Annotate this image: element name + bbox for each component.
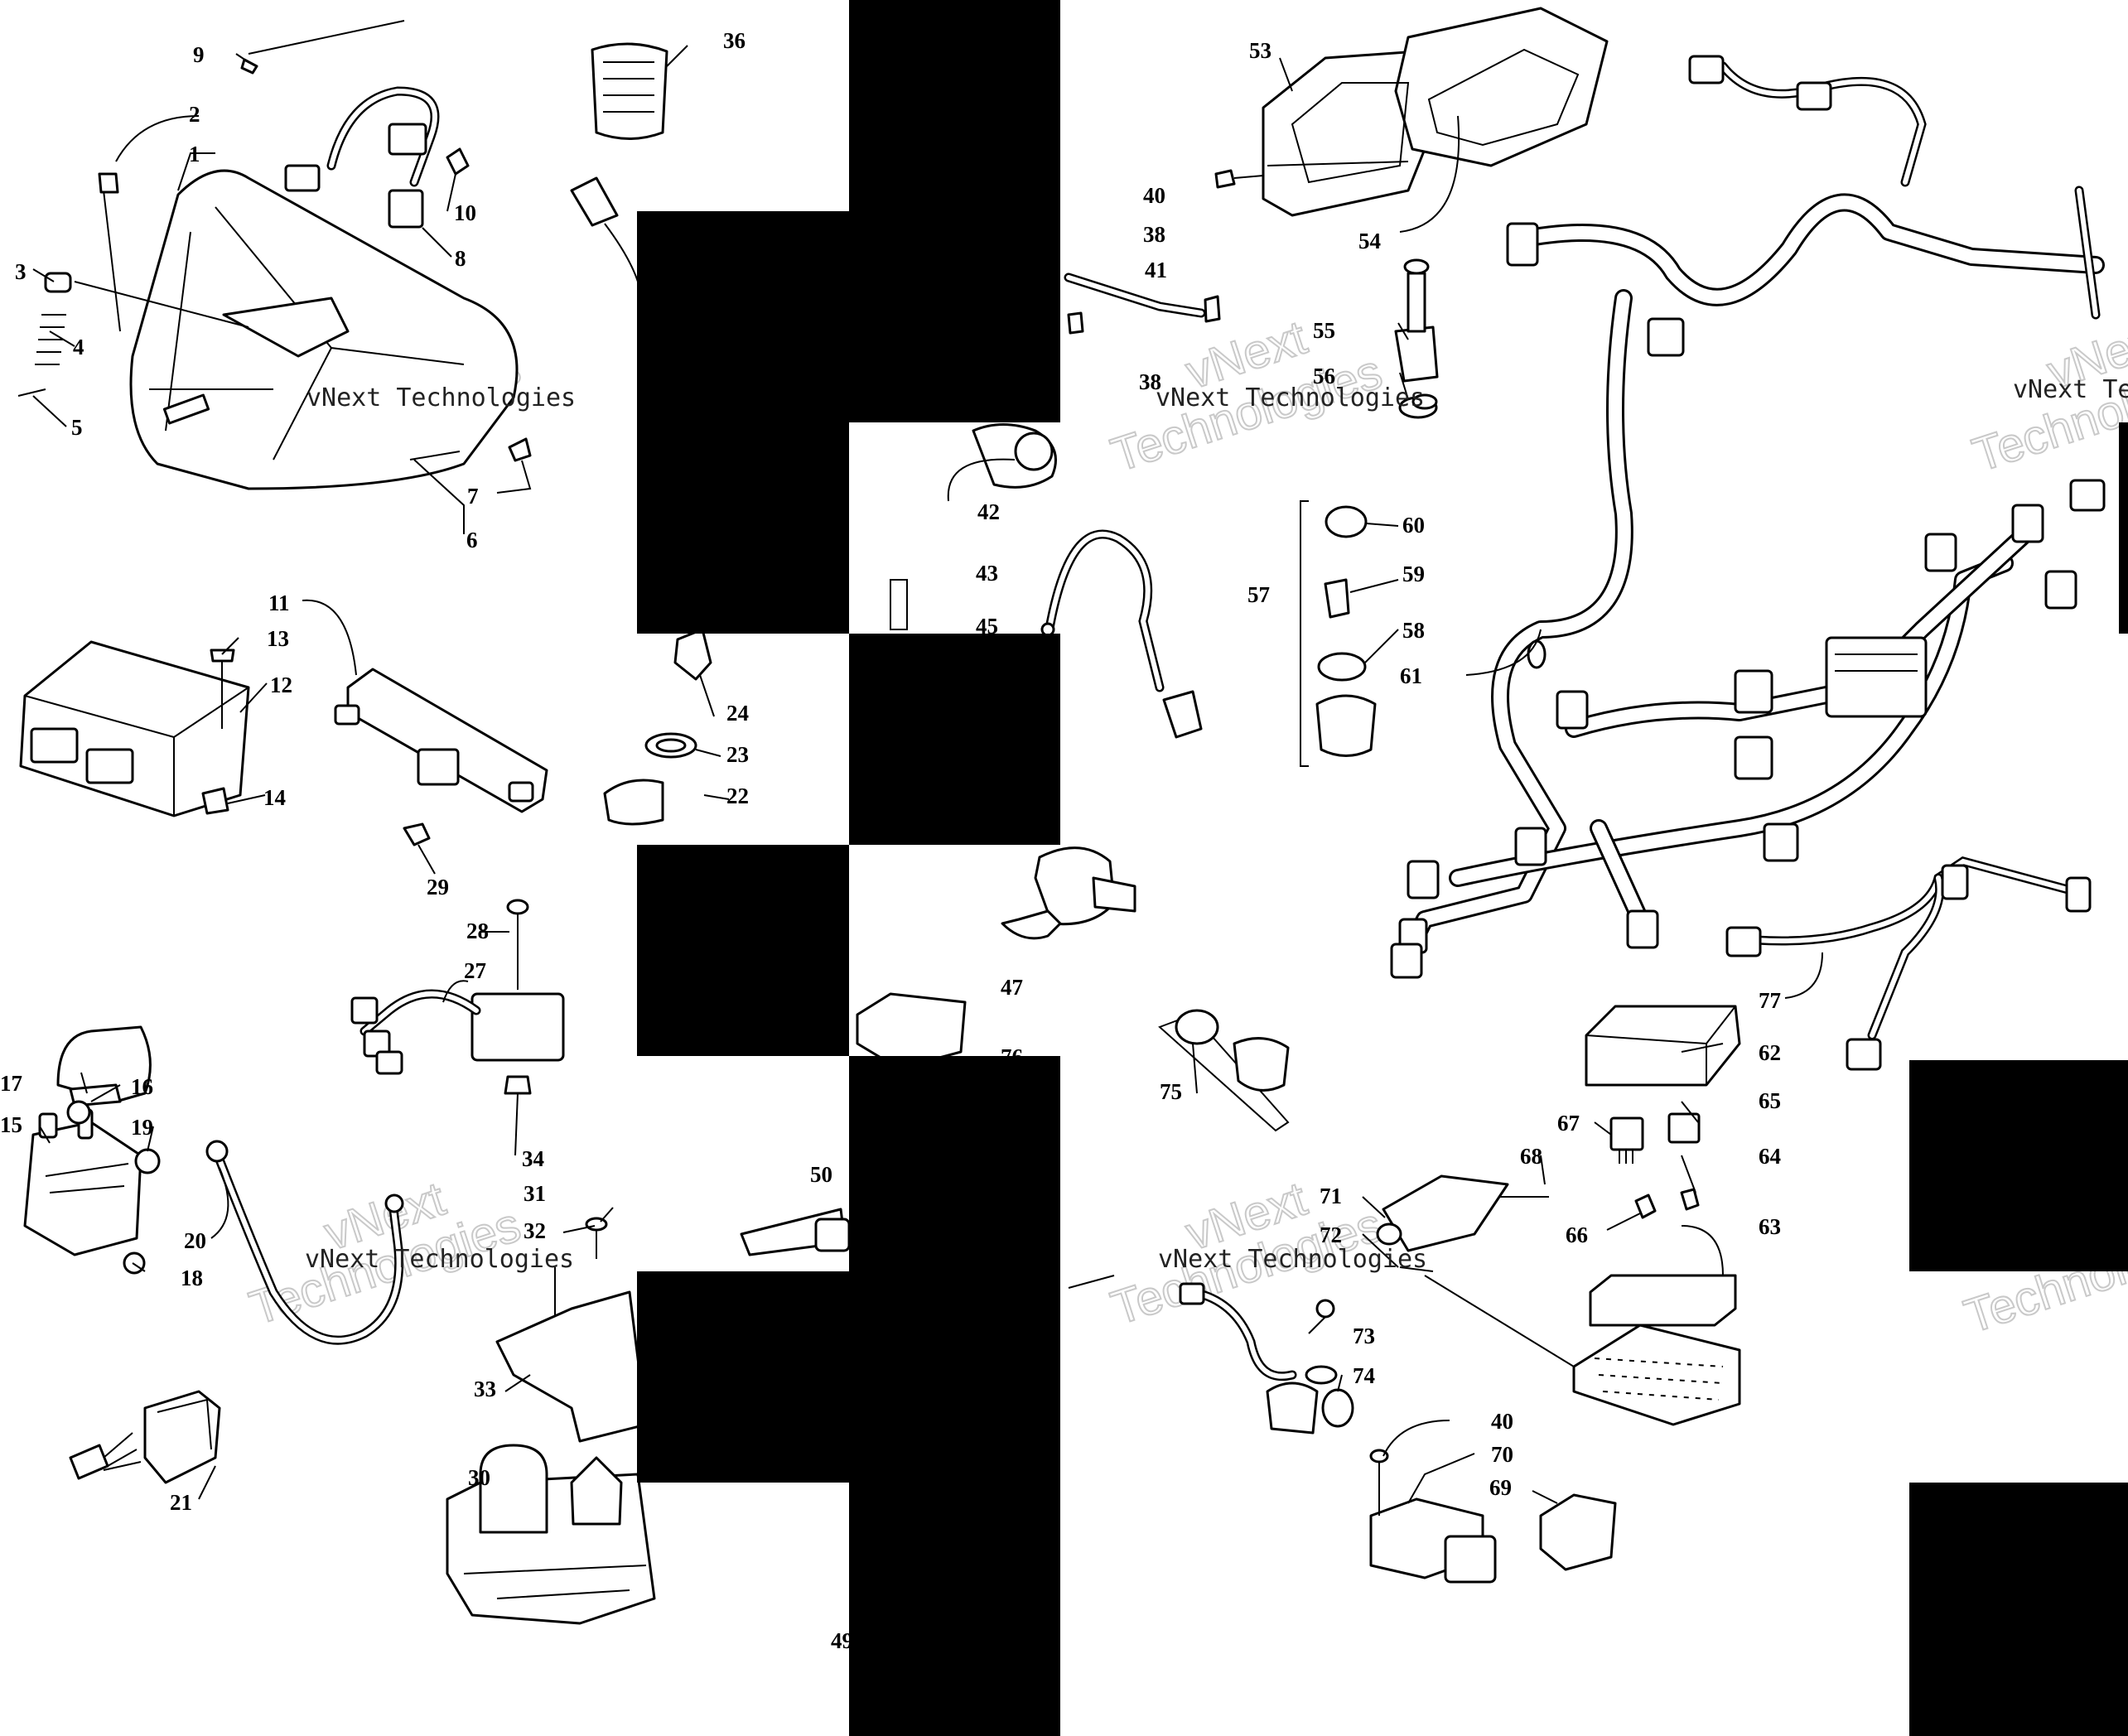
redaction-block: [2119, 422, 2128, 634]
gauge-and-switches: [1214, 7, 1609, 767]
callout-67: 67: [1557, 1111, 1580, 1136]
callout-38-bottom: 38: [1139, 369, 1161, 394]
center-column-parts: [740, 272, 1221, 1256]
ecu-and-sensor-parts: [19, 640, 548, 846]
callout-64: 64: [1759, 1144, 1781, 1169]
callout-71: 71: [1320, 1184, 1342, 1208]
callout-55: 55: [1313, 318, 1335, 343]
callout-28: 28: [466, 919, 489, 943]
callout-29: 29: [427, 875, 449, 899]
callout-24: 24: [726, 701, 749, 726]
callout-leaders: [32, 45, 1823, 1504]
callout-36: 36: [723, 28, 746, 53]
connector-8: [388, 189, 424, 229]
callout-74: 74: [1353, 1363, 1375, 1388]
redaction-block: [637, 1271, 1060, 1483]
callout-13: 13: [267, 626, 289, 651]
callout-60: 60: [1402, 513, 1425, 538]
main-harness-61: [1390, 55, 2106, 1071]
callout-50: 50: [810, 1162, 832, 1187]
callout-34: 34: [522, 1146, 544, 1171]
callout-2: 2: [189, 102, 200, 127]
callout-33: 33: [474, 1377, 496, 1401]
callout-75: 75: [1160, 1079, 1182, 1104]
watermark-text: vNext Technologies vNext Technologies vN…: [305, 375, 2128, 1274]
callout-41: 41: [1145, 258, 1167, 282]
callout-10: 10: [454, 200, 476, 225]
watermark-text-1: vNext Technologies: [306, 383, 576, 412]
callout-17: 17: [0, 1071, 22, 1096]
callout-21: 21: [170, 1490, 192, 1515]
callout-62: 62: [1759, 1040, 1781, 1065]
callout-4: 4: [73, 335, 84, 359]
callout-9: 9: [193, 42, 205, 67]
callout-42: 42: [977, 499, 1000, 524]
callout-53: 53: [1249, 38, 1271, 63]
callout-69: 69: [1489, 1475, 1512, 1500]
callout-8: 8: [455, 246, 466, 271]
callout-23: 23: [726, 742, 749, 767]
callout-labels: 1 2 3 4 5 6 7 8 9 10 11 12 13 14 15 16 1…: [0, 28, 1781, 1653]
fuse-box-harness: [1825, 636, 1928, 718]
callout-31: 31: [524, 1181, 546, 1206]
callout-27: 27: [464, 958, 486, 983]
redaction-block: [1909, 1483, 2128, 1736]
callout-73: 73: [1353, 1324, 1375, 1348]
callout-16: 16: [131, 1074, 153, 1099]
callout-3: 3: [15, 259, 27, 284]
callout-5: 5: [71, 415, 83, 440]
watermark-text-3: vNext Technologies: [2013, 375, 2128, 404]
callout-1: 1: [189, 142, 200, 166]
callout-40-bottom: 40: [1491, 1409, 1513, 1434]
callout-68: 68: [1520, 1144, 1542, 1169]
callout-38-top: 38: [1143, 222, 1165, 247]
module-27: [470, 992, 565, 1062]
callout-18: 18: [181, 1266, 203, 1290]
callout-6: 6: [466, 528, 478, 552]
watermark-text-2: vNext Technologies: [1156, 383, 1425, 412]
callout-30: 30: [468, 1465, 490, 1490]
callout-19: 19: [131, 1115, 153, 1140]
sleeve-36: [591, 42, 668, 140]
callout-59: 59: [1402, 562, 1425, 586]
redaction-block: [637, 211, 1060, 422]
callout-14: 14: [263, 785, 286, 810]
callout-22: 22: [726, 784, 749, 808]
callout-72: 72: [1320, 1222, 1342, 1247]
headlight-assembly: [17, 20, 532, 490]
callout-12: 12: [270, 673, 292, 697]
redaction-block: [637, 845, 849, 1056]
callout-61: 61: [1400, 663, 1422, 688]
redaction-block: [849, 1056, 1060, 1271]
callout-66: 66: [1566, 1222, 1588, 1247]
callout-15: 15: [0, 1112, 22, 1137]
callout-7: 7: [467, 484, 479, 509]
callout-43: 43: [976, 561, 998, 586]
redaction-block: [637, 422, 849, 634]
callout-47: 47: [1001, 975, 1023, 1000]
callout-20: 20: [184, 1228, 206, 1253]
callout-56: 56: [1313, 364, 1335, 388]
redaction-block: [849, 1483, 1060, 1736]
redaction-block: [849, 0, 1060, 211]
fuse-box-assembly: [1158, 1005, 1741, 1584]
callout-32: 32: [524, 1218, 546, 1243]
redaction-blocks: [637, 0, 2128, 1736]
clip-10: [446, 147, 470, 176]
callout-40-top: 40: [1143, 183, 1165, 208]
callout-54: 54: [1358, 229, 1381, 253]
watermark-text-4: vNext Technologies: [305, 1245, 574, 1274]
redaction-block: [1909, 1060, 2128, 1271]
callout-63: 63: [1759, 1214, 1781, 1239]
callout-77: 77: [1759, 988, 1781, 1013]
watermark-text-5: vNext Technologies: [1158, 1245, 1427, 1274]
callout-57: 57: [1247, 582, 1270, 607]
callout-70: 70: [1491, 1442, 1513, 1467]
callout-11: 11: [268, 591, 290, 615]
callout-58: 58: [1402, 618, 1425, 643]
callout-65: 65: [1759, 1088, 1781, 1113]
solenoid-and-cables: [23, 1025, 404, 1484]
redaction-block: [849, 634, 1060, 845]
